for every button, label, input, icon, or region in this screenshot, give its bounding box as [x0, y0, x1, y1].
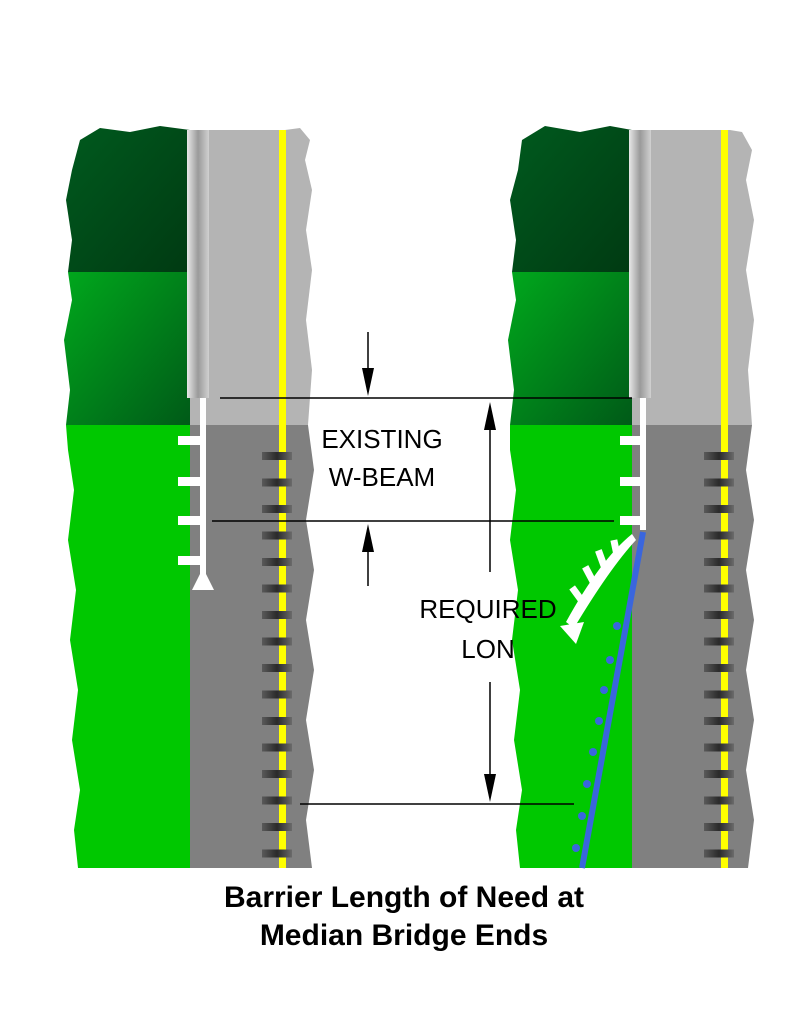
right-rumble-strips: [704, 452, 734, 858]
figure-caption-line1: Barrier Length of Need at: [223, 881, 585, 914]
right-grass-middle: [508, 272, 632, 425]
rumble-strip: [262, 796, 292, 805]
rumble-strip: [704, 505, 734, 513]
required-label-line2: LON: [461, 634, 514, 664]
rumble-strip: [262, 770, 292, 778]
rumble-strip: [704, 664, 734, 672]
rumble-strip: [262, 690, 292, 699]
existing-label-line1: EXISTING: [321, 424, 442, 454]
left-grass-upper: [66, 126, 190, 272]
rumble-strip: [704, 558, 734, 566]
right-blue-rail: [579, 531, 646, 869]
dimension-arrowheads: [362, 368, 496, 802]
rumble-strip: [704, 531, 734, 540]
rumble-strip: [704, 637, 734, 646]
rumble-strip: [704, 743, 734, 752]
rumble-strip: [262, 478, 292, 487]
left-end-terminal-icon: [192, 568, 214, 590]
rumble-strip: [262, 717, 292, 725]
existing-label-line2: W-BEAM: [329, 462, 435, 492]
rumble-strip: [704, 584, 734, 593]
right-bridge-parapet: [629, 130, 651, 398]
left-rumble-strips: [262, 452, 292, 858]
right-grass-lower: [510, 425, 632, 868]
right-roadway: [632, 425, 754, 868]
left-panel: [64, 126, 314, 868]
rumble-strip: [262, 849, 292, 858]
rumble-strip: [262, 823, 292, 831]
right-panel: [508, 126, 754, 869]
rumble-strip: [262, 505, 292, 513]
left-bridge-parapet: [187, 130, 209, 398]
rumble-strip: [262, 584, 292, 593]
right-blue-posts: [572, 622, 621, 852]
rumble-strip: [262, 558, 292, 566]
required-label-line1: REQUIRED: [419, 594, 556, 624]
right-wbeam-rail: [640, 398, 646, 530]
right-grass-upper: [510, 126, 632, 272]
rumble-strip: [704, 796, 734, 805]
rumble-strip: [262, 664, 292, 672]
dimension-lines: [212, 332, 632, 805]
left-grass-lower: [66, 425, 190, 868]
left-wbeam-posts: [178, 436, 200, 565]
rumble-strip: [704, 823, 734, 831]
left-roadway: [190, 425, 314, 868]
rumble-strip: [704, 770, 734, 778]
left-grass-middle: [64, 272, 190, 425]
right-wbeam-posts: [620, 436, 642, 525]
rumble-strip: [262, 531, 292, 540]
rumble-strip: [704, 452, 734, 460]
rumble-strip: [704, 717, 734, 725]
rumble-strip: [262, 452, 292, 460]
rumble-strip: [704, 478, 734, 487]
rumble-strip: [262, 637, 292, 646]
rumble-strip: [704, 849, 734, 858]
left-wbeam-rail: [200, 398, 206, 578]
rumble-strip: [262, 611, 292, 619]
figure-caption-line2: Median Bridge Ends: [259, 919, 549, 952]
right-yellow-line: [721, 130, 728, 868]
rumble-strip: [704, 690, 734, 699]
rumble-strip: [704, 611, 734, 619]
rumble-strip: [262, 743, 292, 752]
left-yellow-line: [279, 130, 286, 868]
right-flared-terminal: [560, 534, 636, 644]
